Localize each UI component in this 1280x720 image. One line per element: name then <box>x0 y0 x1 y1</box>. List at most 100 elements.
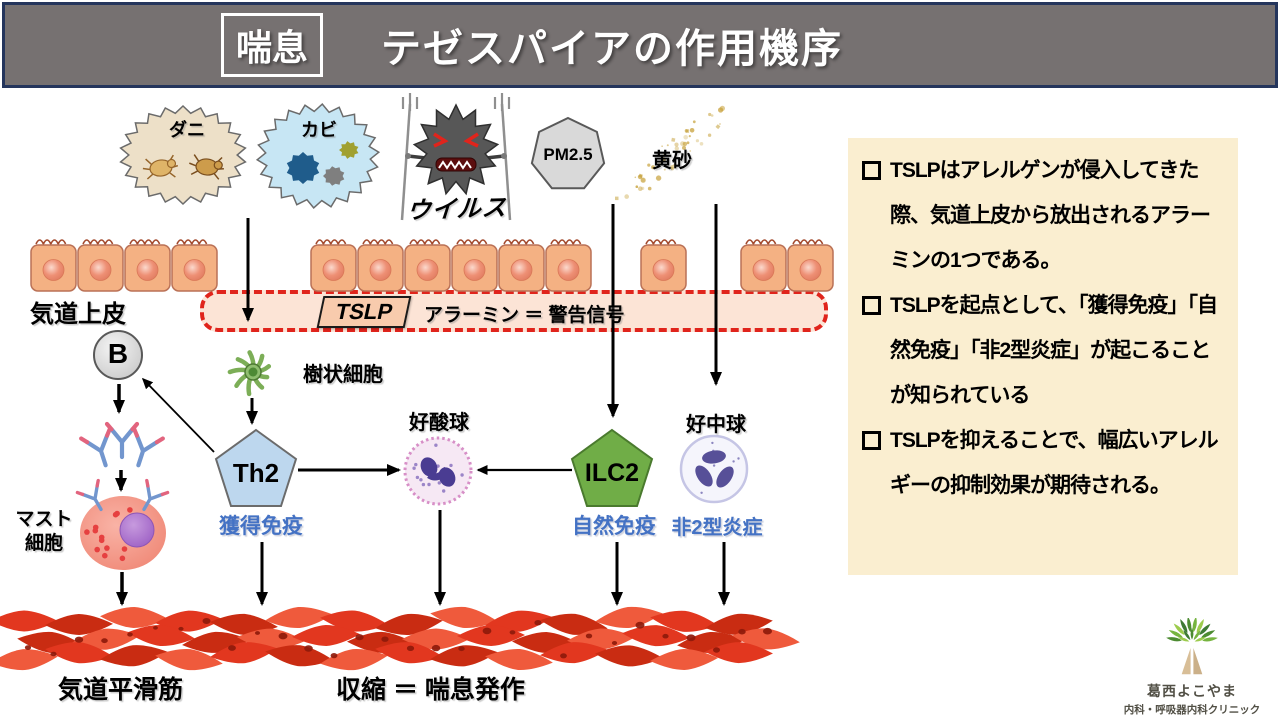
header-bar: 喘息 テゼスパイアの作用機序 <box>2 2 1278 88</box>
leaf-icon <box>1199 623 1211 635</box>
tslp-tag: TSLP <box>316 296 412 328</box>
eosinophil-label: 好酸球 <box>409 412 469 434</box>
muscle-nucleus <box>560 653 567 659</box>
checkbox-bullet-icon <box>862 161 881 180</box>
muscle-nucleus <box>127 632 133 637</box>
epithelium-row <box>30 239 834 292</box>
sand-dot <box>707 133 712 137</box>
sand-dot <box>663 168 666 171</box>
sand-dot <box>689 150 692 152</box>
clinic-logo: 葛西よこやま 内科・呼吸器内科クリニック <box>1118 616 1266 717</box>
leaf-icon <box>1196 618 1204 634</box>
arrow-th2-to-bcell <box>141 377 215 453</box>
muscle-nucleus <box>713 647 720 653</box>
sand-dot <box>692 120 696 124</box>
granule <box>419 478 423 482</box>
sand-label: 黄砂 <box>652 150 692 172</box>
bullet-text: TSLPはアレルゲンが侵入してきた際、気道上皮から放出されるアラーミンの1つであ… <box>890 159 1211 272</box>
muscle-label: 気道平滑筋 <box>58 676 184 704</box>
pitchfork-icon <box>500 103 512 221</box>
muscle-fiber <box>705 642 773 664</box>
muscle-fiber <box>127 624 195 647</box>
page-title: テゼスパイアの作用機序 <box>381 27 844 71</box>
cilia-icon <box>129 239 161 246</box>
muscle-nucleus <box>686 634 696 642</box>
granule <box>732 460 735 463</box>
cell-nucleus <box>510 259 533 281</box>
muscle-fiber <box>100 607 168 628</box>
sand-dot <box>695 139 700 143</box>
cell-nucleus <box>89 259 112 281</box>
bullet-text: TSLPを抑えることで、幅広いアレルギーの抑制効果が期待される。 <box>890 429 1219 497</box>
cilia-icon <box>35 239 67 246</box>
mold-spore-icon <box>286 152 320 184</box>
granule <box>121 546 128 552</box>
checkbox-bullet-icon <box>862 296 881 315</box>
muscle-nucleus <box>178 626 184 631</box>
sand-dot <box>674 142 679 147</box>
cilia-icon <box>745 239 777 246</box>
mast-cell <box>80 496 166 570</box>
muscle-nucleus <box>153 626 158 630</box>
bullet-text: TSLPを起点として、「獲得免疫」「自然免疫」「非2型炎症」が起こることが知られ… <box>890 294 1218 407</box>
sand-dot <box>658 162 662 166</box>
mite-label: ダニ <box>169 120 205 140</box>
sand-dot <box>647 163 651 167</box>
granule <box>84 529 90 535</box>
granule <box>127 507 133 513</box>
muscle-nucleus <box>24 645 32 650</box>
sand-dot <box>661 157 666 162</box>
muscle-fiber <box>650 610 718 632</box>
granule <box>442 489 446 493</box>
virus-teeth-icon <box>438 160 472 170</box>
muscle-nucleus <box>585 633 593 639</box>
th2-label: Th2 <box>232 458 280 488</box>
muscle-nucleus <box>635 621 645 629</box>
bullet-item: TSLPはアレルゲンが侵入してきた際、気道上皮から放出されるアラーミンの1つであ… <box>862 148 1226 283</box>
muscle-nucleus <box>278 632 288 640</box>
cell-nucleus <box>369 259 392 281</box>
sand-spray <box>615 105 726 201</box>
sand-dot <box>671 137 676 142</box>
sand-dot <box>663 153 667 156</box>
granule <box>94 546 100 553</box>
muscle-nucleus <box>228 645 236 651</box>
sand-dot <box>655 175 662 181</box>
pitchfork-icon <box>400 103 412 221</box>
mite-allergen <box>119 104 247 206</box>
sand-dot <box>682 141 688 147</box>
sand-dot <box>688 135 691 138</box>
granule <box>712 464 716 467</box>
muscle-fiber <box>650 649 718 670</box>
asthma-badge: 喘息 <box>221 13 324 77</box>
sand-dot <box>719 105 726 111</box>
ilc2-pentagon <box>570 428 654 507</box>
muscle-fiber <box>265 606 333 629</box>
muscle-fiber <box>540 642 608 664</box>
sand-dot <box>635 185 639 188</box>
muscle-fiber <box>622 625 690 647</box>
cell-nucleus <box>752 259 775 281</box>
virus-eye-icon <box>433 132 449 148</box>
sand-dot <box>615 196 619 201</box>
mite-burst <box>119 104 247 206</box>
sand-dot <box>638 173 643 179</box>
granule <box>421 482 426 487</box>
contraction-label: 収縮 ＝ 喘息発作 <box>336 676 525 704</box>
eosinophil-cell <box>403 436 473 506</box>
mold-spore-icon <box>323 166 345 186</box>
granule <box>104 545 110 551</box>
muscle-nucleus <box>611 641 618 645</box>
sand-dot <box>699 142 704 146</box>
sand-dot <box>715 124 721 130</box>
clinic-name: 葛西よこやま <box>1147 683 1237 699</box>
muscle-nucleus <box>330 653 338 659</box>
sand-dot <box>719 123 721 125</box>
muscle-nucleus <box>74 636 84 643</box>
b-cell <box>93 330 143 380</box>
pm25-label: PM2.5 <box>543 145 593 164</box>
leaf-icon <box>1177 637 1190 642</box>
leaf-icon <box>1180 618 1188 634</box>
